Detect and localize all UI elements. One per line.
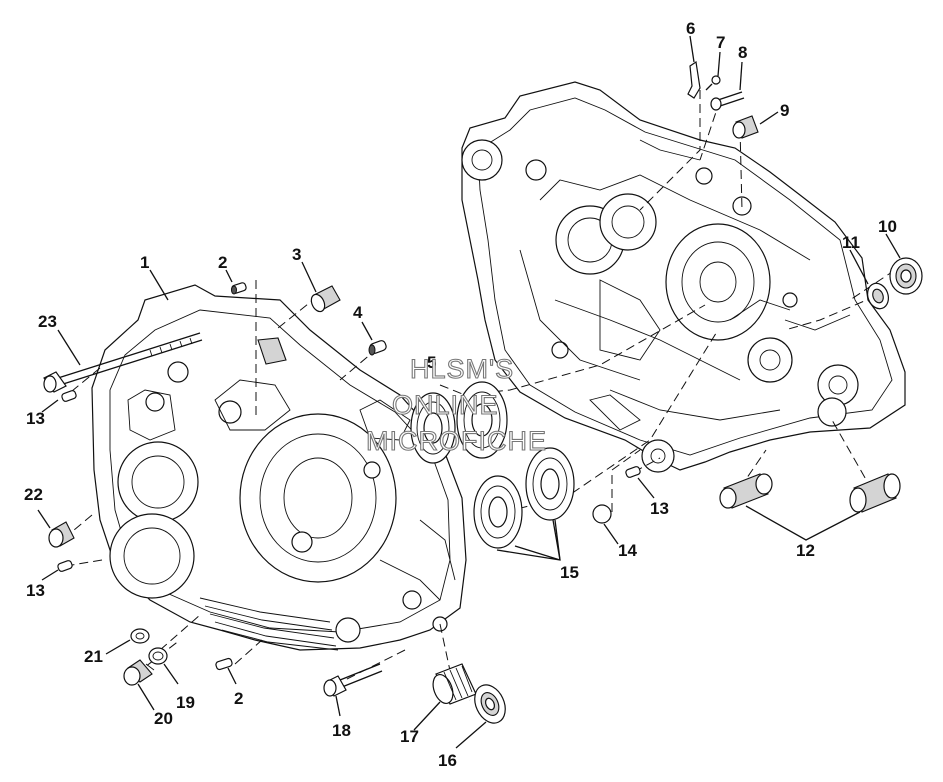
callout-7: 7 — [716, 33, 725, 52]
ball-14 — [592, 504, 612, 524]
watermark-line-3: MICROFICHE — [366, 426, 547, 456]
bearing-15b — [473, 475, 523, 549]
dowel-pin-13-right — [625, 466, 641, 478]
callout-13-upper: 13 — [26, 409, 45, 428]
dowel-pin-upper — [231, 282, 247, 295]
sleeve-12b — [849, 473, 901, 513]
callout-22: 22 — [24, 485, 43, 504]
watermark-line-2: ONLINE — [392, 390, 499, 420]
watermark: HLSM'S ONLINE MICROFICHE — [365, 353, 547, 456]
washer-21 — [130, 628, 150, 644]
bearing-15a — [456, 381, 508, 459]
sleeve-12a — [719, 473, 773, 509]
callout-1: 1 — [140, 253, 149, 272]
o-ring-19 — [148, 647, 168, 665]
callout-2-lower: 2 — [234, 689, 243, 708]
bushing-3 — [310, 285, 341, 313]
screw-7 — [705, 75, 721, 91]
seal-11 — [867, 282, 889, 310]
callout-17: 17 — [400, 727, 419, 746]
callout-20: 20 — [154, 709, 173, 728]
dowel-pin-13-upper — [61, 390, 77, 402]
callout-3: 3 — [292, 245, 301, 264]
callout-5: 5 — [427, 353, 436, 372]
dowel-4 — [368, 340, 387, 356]
callout-23: 23 — [38, 312, 57, 331]
callout-10: 10 — [878, 217, 897, 236]
callout-18: 18 — [332, 721, 351, 740]
small-parts — [43, 60, 923, 724]
callout-4: 4 — [353, 303, 363, 322]
callout-6: 6 — [686, 19, 695, 38]
dowel-pin-13-lower — [57, 560, 73, 572]
plug-22 — [48, 521, 75, 548]
bearing-5 — [410, 392, 456, 464]
bolt-8 — [710, 91, 745, 111]
callout-8: 8 — [738, 43, 747, 62]
callout-labels: 1 2 3 4 23 13 22 13 21 19 20 2 18 17 16 … — [24, 19, 897, 770]
callout-2-upper: 2 — [218, 253, 227, 272]
callout-15: 15 — [560, 563, 579, 582]
callout-9: 9 — [780, 101, 789, 120]
callout-12: 12 — [796, 541, 815, 560]
dowel-pin-lower — [215, 657, 233, 671]
needle-bearing-17 — [432, 663, 477, 705]
callout-11: 11 — [842, 233, 860, 252]
watermark-line-1: HLSM'S — [410, 354, 514, 384]
callout-14: 14 — [618, 541, 637, 560]
callout-16: 16 — [438, 751, 457, 770]
callout-13-right: 13 — [650, 499, 669, 518]
callout-19: 19 — [176, 693, 195, 712]
bushing-9 — [732, 115, 759, 139]
bolt-18 — [323, 663, 383, 697]
callout-13-lower: 13 — [26, 581, 45, 600]
bracket-6 — [687, 60, 701, 99]
bearing-15c — [525, 447, 575, 521]
left-crankcase-half — [91, 284, 467, 651]
bearing-10 — [889, 257, 923, 295]
long-bolt-23 — [43, 332, 203, 393]
leader-lines — [37, 35, 901, 749]
callout-21: 21 — [84, 647, 103, 666]
drain-plug-20 — [123, 659, 155, 686]
oil-seal-16 — [474, 684, 506, 724]
right-crankcase-half — [461, 81, 906, 473]
